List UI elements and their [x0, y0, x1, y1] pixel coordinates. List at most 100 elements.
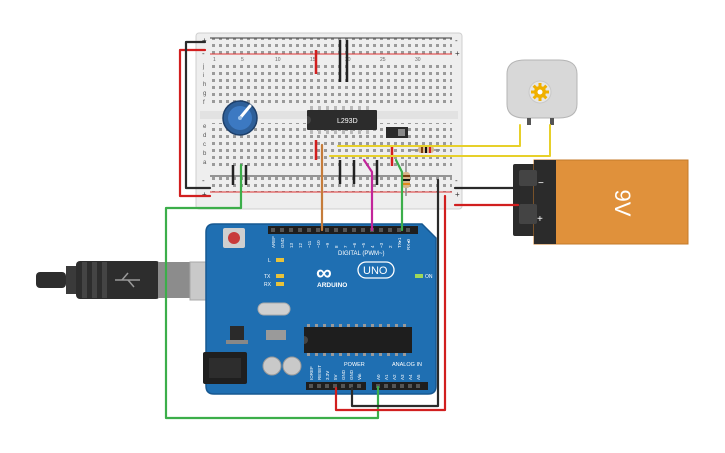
row-label: c — [203, 142, 206, 148]
row-label: i — [203, 73, 204, 79]
led-tx-label: TX — [264, 274, 271, 280]
column-label: 5 — [241, 57, 244, 63]
pin-label: A4 — [408, 374, 413, 380]
wire-black[interactable] — [184, 40, 212, 190]
row-labels: j i h g f e d c b a — [202, 64, 207, 166]
pin-label: A5 — [416, 374, 421, 380]
pin-label: IOREF — [309, 366, 314, 380]
wire-yellow[interactable] — [329, 124, 551, 157]
battery-terminal-positive[interactable] — [519, 204, 537, 224]
led-rx-label: RX — [264, 282, 272, 288]
chip-label: L293D — [337, 118, 358, 125]
row-label: a — [203, 160, 207, 166]
column-label: 15 — [310, 57, 316, 63]
pin-label: GND — [349, 369, 354, 380]
wire-green[interactable] — [394, 158, 404, 232]
digital-pin-labels: AREF GND 13 12 ~11 ~10 ~9 8 7 ~6 ~5 4 ~3… — [271, 236, 411, 250]
pin-label: A3 — [400, 374, 405, 380]
voltage-regulator — [230, 326, 244, 340]
battery-minus-label: − — [538, 178, 544, 189]
rail-minus-label: - — [455, 36, 458, 45]
battery-voltage-label: 9V — [610, 190, 635, 217]
wire-red[interactable] — [334, 194, 447, 412]
usb-icon — [115, 272, 140, 288]
reset-button[interactable] — [223, 228, 245, 248]
arduino-uno-board[interactable]: AREF GND 13 12 ~11 ~10 ~9 8 7 ~6 ~5 4 ~3… — [203, 223, 437, 395]
slide-switch[interactable] — [386, 127, 408, 138]
l293d-chip[interactable]: L293D — [307, 106, 377, 134]
row-label: j — [202, 64, 204, 70]
digital-label: DIGITAL (PWM~) — [338, 251, 385, 257]
pin-label: AREF — [271, 236, 276, 248]
row-label: e — [203, 124, 207, 130]
terminal-area-top — [212, 63, 452, 107]
arduino-brand: ARDUINO — [317, 282, 347, 289]
rail-minus-label: - — [455, 176, 458, 185]
wire-magenta[interactable] — [362, 158, 374, 232]
rail-minus-label: - — [202, 176, 205, 185]
rail-plus-label: + — [202, 36, 207, 45]
pin-label: Vin — [357, 373, 362, 380]
pin-label: ~10 — [316, 240, 321, 248]
pin-label: GND — [280, 237, 285, 248]
small-component — [266, 330, 286, 340]
pin-label: ~6 — [352, 242, 357, 248]
rail-plus-label: + — [202, 190, 207, 199]
analog-pin-labels: A0 A1 A2 A3 A4 A5 — [376, 374, 421, 380]
pin-label: 12 — [298, 242, 303, 248]
resistor[interactable] — [408, 146, 440, 153]
breadboard[interactable]: + - - + - + - + j i h g f e d c b a 1 5 … — [195, 32, 463, 210]
pin-label: 4 — [370, 245, 375, 248]
potentiometer[interactable] — [222, 100, 258, 136]
top-power-rail — [212, 38, 452, 54]
row-label: g — [203, 91, 206, 97]
pin-label: ~11 — [307, 240, 312, 248]
pin-label: A0 — [376, 374, 381, 380]
wire-yellow[interactable] — [337, 124, 521, 147]
pin-label: ~9 — [325, 242, 330, 248]
pin-label: TX▸1 — [397, 237, 402, 248]
battery-terminal-negative[interactable] — [519, 170, 537, 186]
led-l — [276, 258, 284, 262]
crystal-oscillator — [257, 302, 291, 316]
power-pin-labels: IOREF RESET 3.3V 5V GND GND Vin — [309, 365, 362, 380]
dc-motor[interactable] — [506, 59, 578, 125]
pin-label: 5V — [333, 374, 338, 380]
arduino-logo-icon: ∞ — [316, 260, 332, 285]
atmega-microcontroller — [304, 324, 412, 356]
pin-label: RX◂0 — [406, 238, 411, 250]
pin-label: 2 — [388, 245, 393, 248]
pin-label: A1 — [384, 374, 389, 380]
pin-label: 3.3V — [325, 371, 330, 380]
analog-label: ANALOG IN — [392, 362, 422, 368]
row-label: f — [203, 100, 205, 106]
column-label: 25 — [380, 57, 386, 63]
pin-label: ~3 — [379, 242, 384, 248]
wire-black[interactable] — [350, 178, 440, 408]
bottom-power-rail — [212, 176, 452, 192]
pin-label: A2 — [392, 374, 397, 380]
led-on — [415, 274, 423, 278]
column-label: 10 — [275, 57, 281, 63]
row-label: h — [203, 82, 206, 88]
rail-plus-label: + — [455, 190, 460, 199]
column-label: 1 — [213, 57, 216, 63]
row-label: b — [203, 151, 207, 157]
battery-9v[interactable]: − + 9V — [513, 159, 689, 245]
battery-plus-label: + — [537, 214, 543, 225]
wire-red[interactable] — [178, 48, 212, 198]
capacitor — [282, 356, 302, 376]
column-label: 30 — [415, 57, 421, 63]
pin-label: GND — [341, 369, 346, 380]
led-on-label: ON — [425, 274, 433, 280]
row-label: d — [203, 133, 206, 139]
wire-green[interactable] — [164, 163, 380, 420]
arduino-model: UNO — [363, 265, 388, 277]
pin-label: ~5 — [361, 242, 366, 248]
resistor[interactable] — [402, 160, 410, 196]
led-rx — [276, 282, 284, 286]
rail-minus-label: - — [202, 49, 205, 58]
pin-label: RESET — [317, 365, 322, 380]
